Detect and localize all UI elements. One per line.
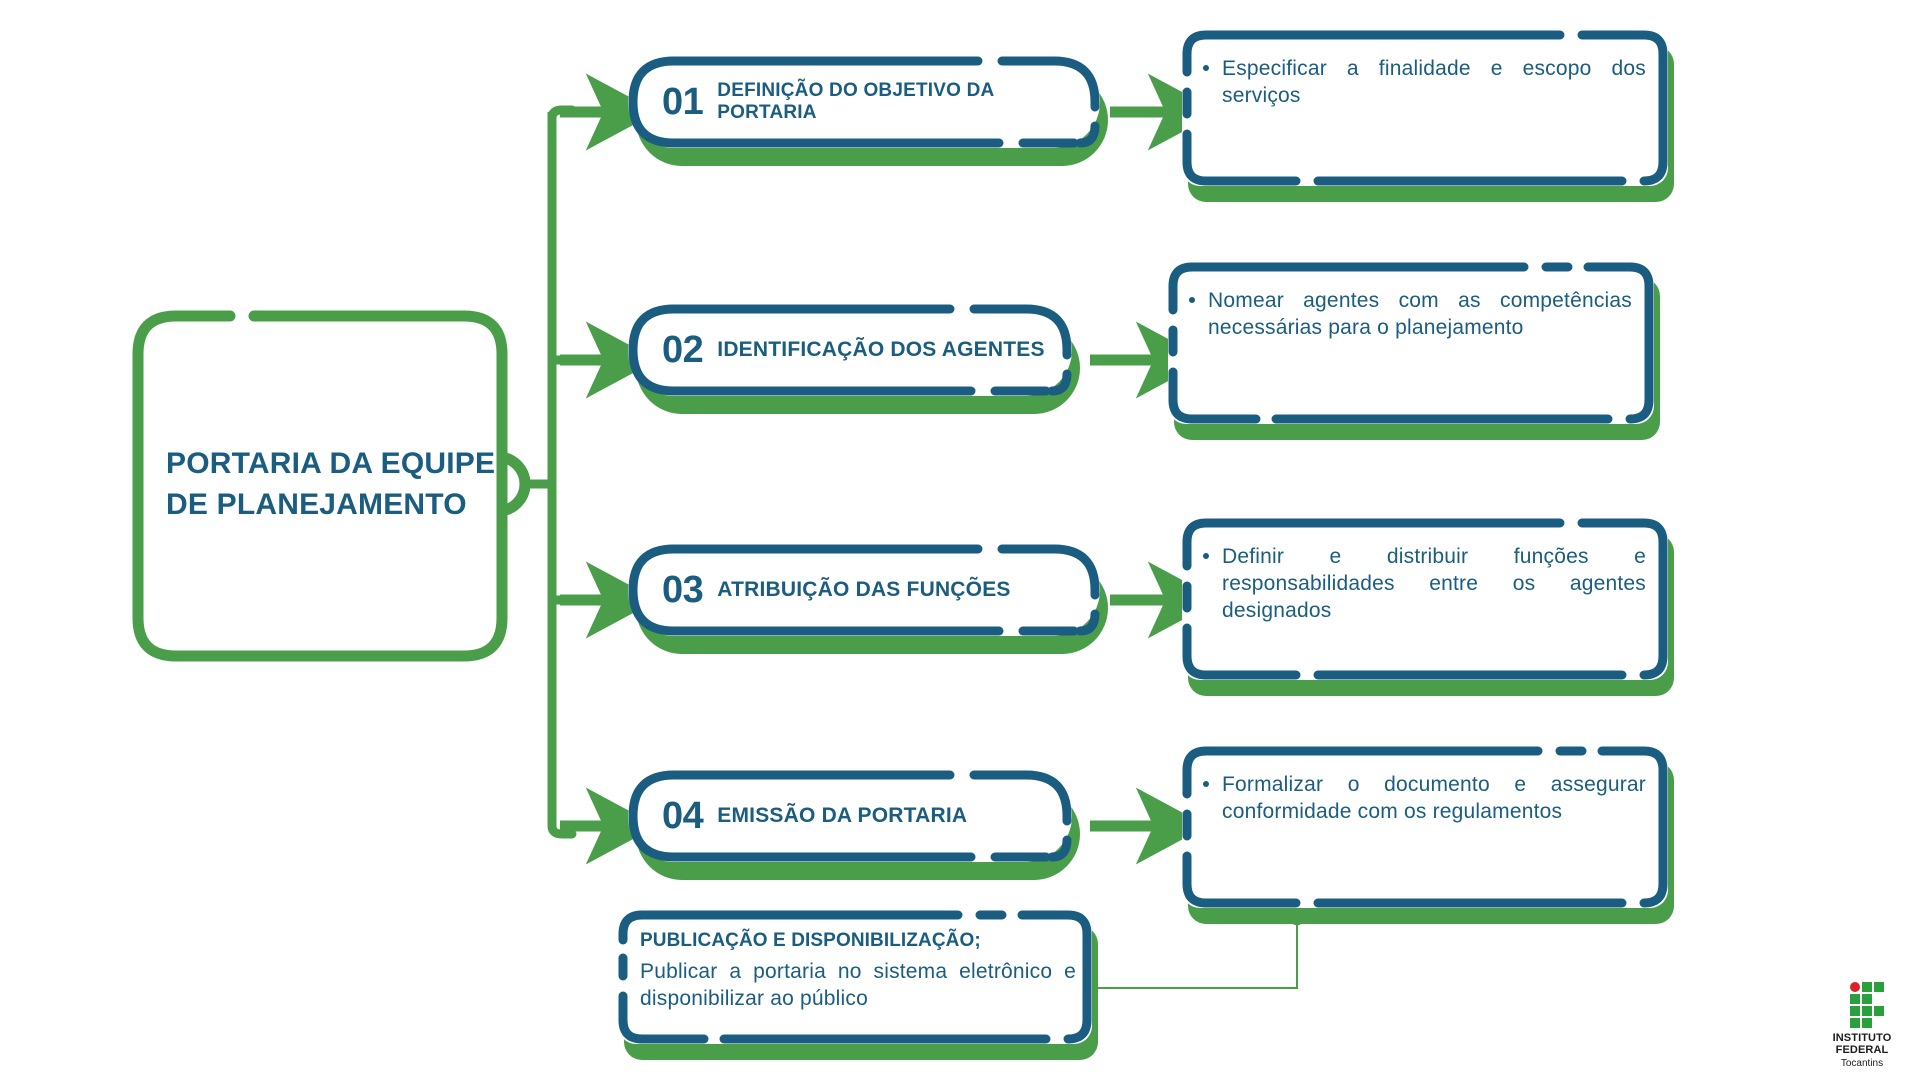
- step-number-01: 01: [662, 80, 704, 123]
- wire-spine-down: [547, 479, 577, 839]
- step-box-04-content: 04 EMISSÃO DA PORTARIA: [628, 770, 1072, 862]
- step-box-03-face: [628, 544, 1100, 636]
- detail-box-02[interactable]: Nomear agentes com as competências neces…: [1168, 262, 1660, 440]
- logo-pixel: [1862, 982, 1872, 992]
- publication-title: PUBLICAÇÃO E DISPONIBILIZAÇÃO;: [640, 930, 981, 951]
- detail-box-03-outline: [1182, 518, 1668, 680]
- logo-pixel: [1862, 1006, 1872, 1016]
- detail-box-04-content: Formalizar o documento e assegurar confo…: [1182, 746, 1674, 852]
- logo-pixel: [1862, 994, 1872, 1004]
- logo-text-instituto: INSTITUTO: [1832, 1032, 1892, 1044]
- step-box-02[interactable]: 02 IDENTIFICAÇÃO DOS AGENTES: [628, 304, 1080, 414]
- detail-box-01-content: Especificar a finalidade e escopo dos se…: [1182, 30, 1674, 136]
- detail-box-01-face: [1182, 30, 1668, 186]
- detail-box-04[interactable]: Formalizar o documento e assegurar confo…: [1182, 746, 1674, 924]
- step-number-03: 03: [662, 568, 704, 611]
- wire-detail04-to-publication: [1090, 924, 1298, 989]
- logo-pixel: [1862, 1018, 1872, 1028]
- logo-pixel: [1850, 1018, 1860, 1028]
- logo-pixel: [1850, 994, 1860, 1004]
- step-box-03[interactable]: 03 ATRIBUIÇÃO DAS FUNÇÕES: [628, 544, 1108, 654]
- root-box-outline: [132, 310, 508, 662]
- publication-box-content: PUBLICAÇÃO E DISPONIBILIZAÇÃO; Publicar …: [618, 910, 1098, 1013]
- step-box-04-face: [628, 770, 1072, 862]
- root-node[interactable]: PORTARIA DA EQUIPE DE PLANEJAMENTO: [138, 316, 498, 652]
- detail-text-04: Formalizar o documento e assegurar confo…: [1222, 773, 1646, 823]
- detail-text-02: Nomear agentes com as competências neces…: [1208, 289, 1632, 339]
- detail-box-02-outline: [1168, 262, 1654, 424]
- bullet-icon-03: [1203, 553, 1209, 559]
- logo-pixel: [1874, 1006, 1884, 1016]
- detail-box-02-content: Nomear agentes com as competências neces…: [1168, 262, 1660, 368]
- bullet-icon-04: [1203, 781, 1209, 787]
- detail-box-04-face: [1182, 746, 1668, 908]
- step-number-04: 04: [662, 794, 704, 837]
- step-box-02-content: 02 IDENTIFICAÇÃO DOS AGENTES: [628, 304, 1072, 396]
- step-box-01[interactable]: 01 DEFINIÇÃO DO OBJETIVO DA PORTARIA: [628, 56, 1108, 166]
- step-title-02: IDENTIFICAÇÃO DOS AGENTES: [717, 338, 1045, 362]
- logo-text-campus: Tocantins: [1840, 1057, 1884, 1069]
- step-box-03-outline: [628, 544, 1100, 636]
- step-title-03: ATRIBUIÇÃO DAS FUNÇÕES: [717, 578, 1011, 602]
- step-number-02: 02: [662, 328, 704, 371]
- step-box-03-content: 03 ATRIBUIÇÃO DAS FUNÇÕES: [628, 544, 1100, 636]
- detail-box-01[interactable]: Especificar a finalidade e escopo dos se…: [1182, 30, 1674, 202]
- detail-box-03[interactable]: Definir e distribuir funções e responsab…: [1182, 518, 1674, 696]
- step-title-04: EMISSÃO DA PORTARIA: [717, 804, 968, 828]
- detail-box-01-outline: [1182, 30, 1668, 186]
- logo-text-federal: FEDERAL: [1835, 1043, 1889, 1056]
- publication-box-face: [618, 910, 1092, 1044]
- detail-box-03-content: Definir e distribuir funções e responsab…: [1182, 518, 1674, 651]
- detail-box-02-face: [1168, 262, 1654, 424]
- bullet-icon-02: [1189, 297, 1195, 303]
- publication-box-outline: [618, 910, 1092, 1044]
- publication-box[interactable]: PUBLICAÇÃO E DISPONIBILIZAÇÃO; Publicar …: [618, 910, 1098, 1060]
- detail-box-04-outline: [1182, 746, 1668, 908]
- detail-text-01: Especificar a finalidade e escopo dos se…: [1222, 57, 1646, 107]
- step-box-04-outline: [628, 770, 1072, 862]
- step-box-01-content: 01 DEFINIÇÃO DO OBJETIVO DA PORTARIA: [628, 56, 1100, 148]
- if-tocantins-logo: INSTITUTO FEDERAL Tocantins: [1816, 982, 1908, 1069]
- logo-pixel: [1850, 1006, 1860, 1016]
- detail-box-03-face: [1182, 518, 1668, 680]
- step-box-01-outline: [628, 56, 1100, 148]
- logo-pixel: [1874, 982, 1884, 992]
- step-box-01-face: [628, 56, 1100, 148]
- bullet-icon-01: [1203, 65, 1209, 71]
- publication-body: Publicar a portaria no sistema eletrônic…: [640, 960, 1076, 1011]
- step-box-02-face: [628, 304, 1072, 396]
- step-box-02-outline: [628, 304, 1072, 396]
- if-logo-grid-icon: [1839, 982, 1885, 1028]
- root-label: PORTARIA DA EQUIPE DE PLANEJAMENTO: [166, 446, 496, 521]
- logo-pixel-red-dot: [1850, 982, 1860, 992]
- detail-text-03: Definir e distribuir funções e responsab…: [1222, 545, 1646, 622]
- step-box-04[interactable]: 04 EMISSÃO DA PORTARIA: [628, 770, 1080, 880]
- step-title-01: DEFINIÇÃO DO OBJETIVO DA PORTARIA: [717, 80, 994, 123]
